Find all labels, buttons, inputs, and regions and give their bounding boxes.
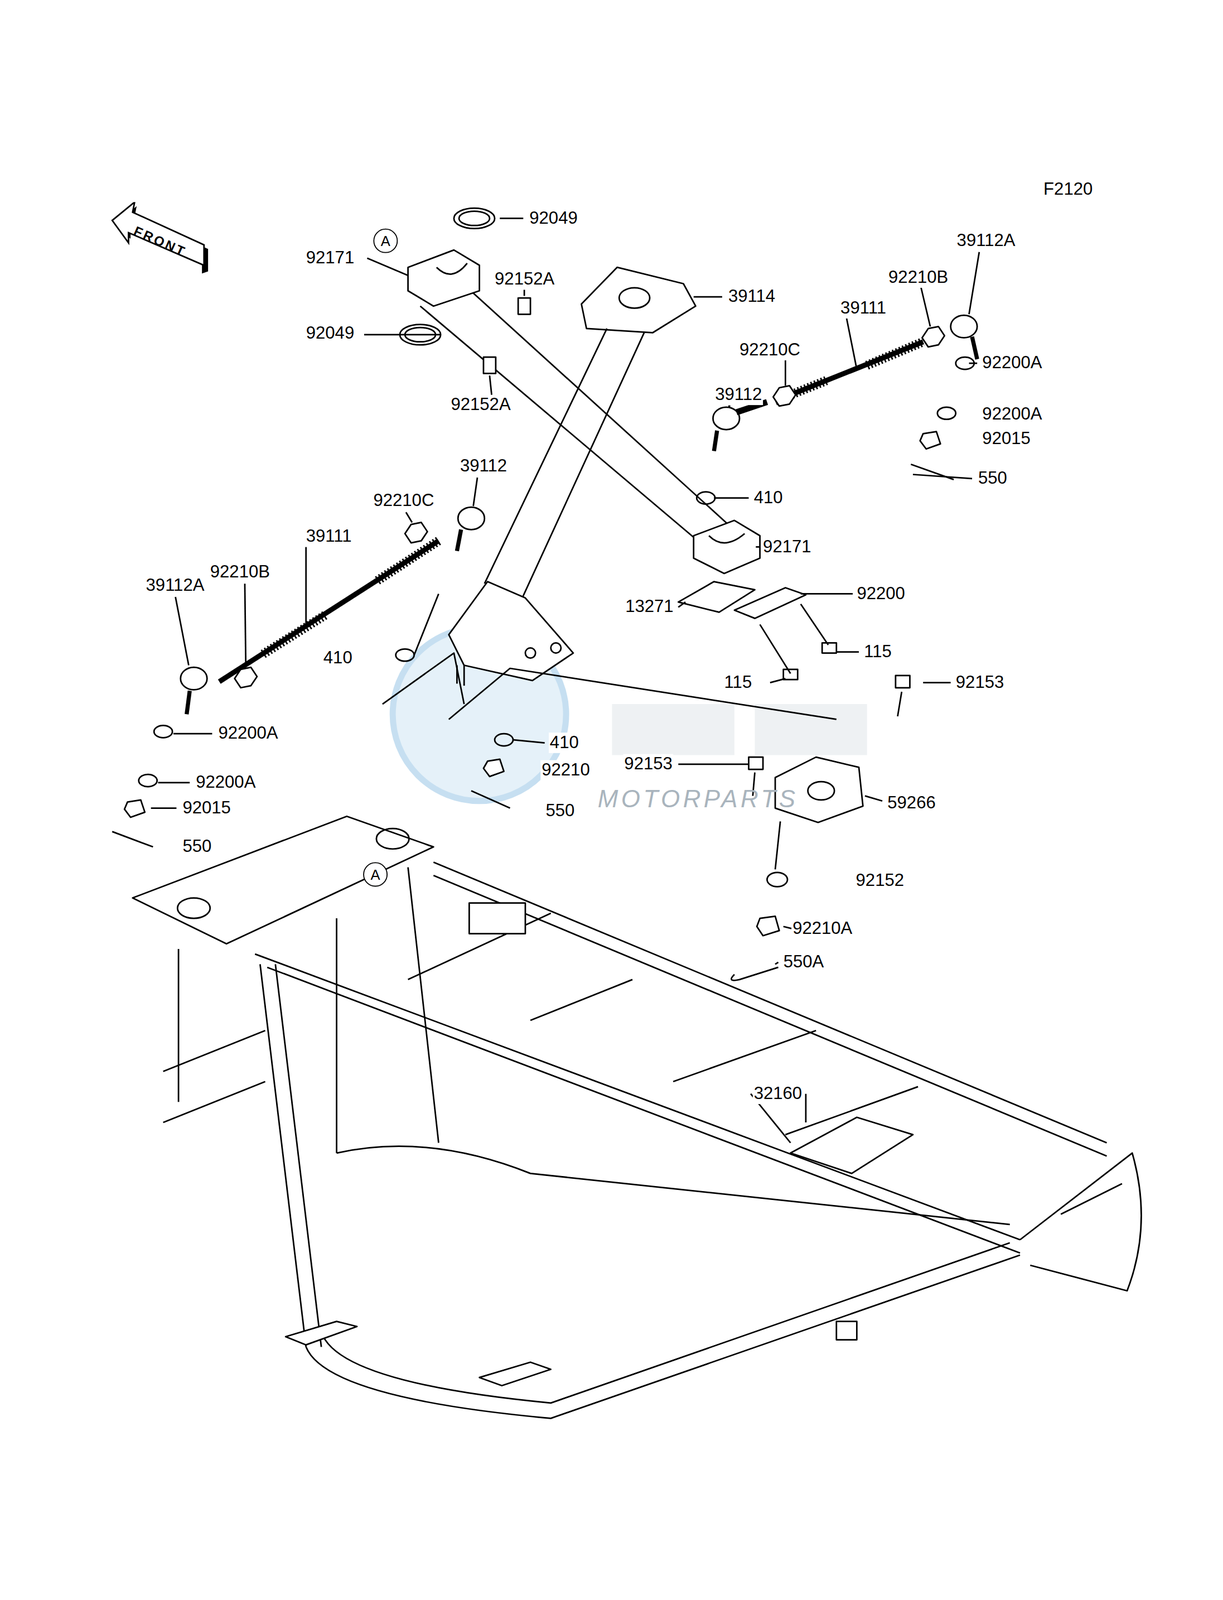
callout-number: 39112 — [458, 456, 509, 477]
callout-number: 92210C — [738, 339, 802, 361]
callout-number: 550 — [181, 836, 214, 858]
callout-number: 410 — [548, 732, 580, 753]
callout-number: 39114 — [727, 286, 777, 308]
callout-number: 410 — [322, 647, 354, 669]
callout-number: 39111 — [839, 297, 888, 319]
callout-number: 39112 — [713, 384, 763, 406]
callout-number: 39112A — [955, 230, 1017, 251]
callout-number: 92171 — [305, 247, 356, 269]
callout-number: 550 — [977, 468, 1009, 490]
callout-number: 92153 — [623, 753, 674, 775]
callout-number: 92210A — [791, 917, 854, 939]
callout-number: 92015 — [981, 428, 1032, 449]
callout-number: 92152A — [450, 394, 512, 416]
front-arrow: FRONT — [110, 201, 213, 284]
callout-number: 92200A — [194, 772, 257, 794]
callout-number: 32160 — [752, 1083, 804, 1104]
reference-mark: A — [373, 228, 398, 254]
callout-number: 92210B — [887, 267, 950, 288]
callout-number: 92200A — [217, 723, 280, 744]
callout-number: 39111 — [305, 526, 354, 548]
callout-number: 410 — [752, 487, 785, 509]
callout-number: 59266 — [886, 792, 937, 814]
callout-number: 92210C — [372, 490, 436, 512]
callout-number: 92200A — [981, 403, 1044, 425]
callout-number: 92171 — [761, 536, 812, 558]
callout-number: 92049 — [528, 208, 579, 229]
figure-code: F2120 — [1042, 179, 1094, 201]
reference-mark: A — [363, 862, 388, 887]
callout-number: 13271 — [624, 596, 675, 618]
callout-number: 92210 — [540, 760, 591, 781]
reference-letter: A — [380, 232, 391, 249]
callout-number: 92200A — [981, 353, 1044, 374]
callout-number: 92210B — [209, 562, 272, 583]
callout-number: 550 — [544, 800, 577, 822]
callout-number: 550A — [782, 951, 825, 973]
callout-number: 115 — [723, 672, 753, 693]
callout-number: 92152A — [493, 269, 556, 290]
callout-number: 92153 — [954, 672, 1005, 693]
reference-letter: A — [370, 866, 381, 883]
callout-number: 39112A — [144, 575, 206, 597]
callout-number: 92152 — [854, 869, 906, 891]
callout-number: 92049 — [305, 323, 356, 345]
watermark: MOTORPARTS — [596, 788, 800, 810]
callout-number: 92200 — [856, 583, 907, 604]
callout-number: 92015 — [181, 797, 232, 819]
callout-number: 115 — [862, 641, 893, 662]
